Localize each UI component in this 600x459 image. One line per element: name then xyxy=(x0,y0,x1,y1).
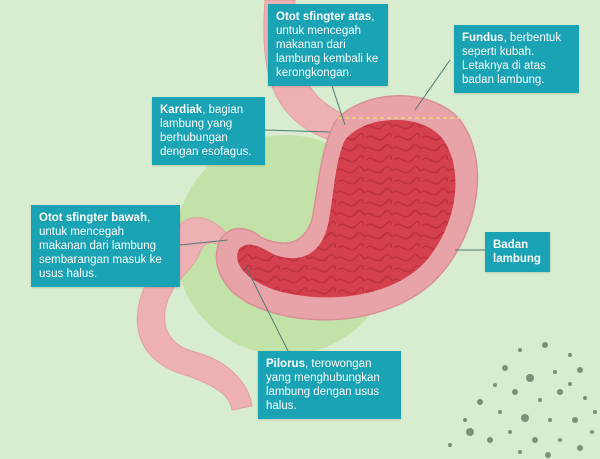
label-otot-sfingter-atas-term: Otot sfingter atas xyxy=(276,11,372,23)
label-kardiak-term: Kardiak xyxy=(160,104,203,116)
label-kardiak: Kardiak, bagian lambung yang berhubungan… xyxy=(152,97,265,165)
decorative-dots xyxy=(448,342,597,458)
label-pilorus-desc: , terowongan yang menghubungkan lambung … xyxy=(266,358,380,412)
label-fundus: Fundus, berbentuk seperti kubah. Letakny… xyxy=(454,25,579,93)
stomach-folds xyxy=(237,119,456,298)
label-otot-sfingter-bawah: Otot sfingter bawah, untuk mencegah maka… xyxy=(31,205,180,287)
label-kardiak-desc: , bagian lambung yang berhubungan dengan… xyxy=(160,104,252,158)
label-pilorus-term: Pilorus xyxy=(266,358,305,370)
leader-lines xyxy=(179,59,487,356)
label-pilorus: Pilorus, terowongan yang menghubungkan l… xyxy=(258,351,401,419)
label-otot-sfingter-atas-desc: , untuk mencegah makanan dari lambung ke… xyxy=(276,11,379,79)
label-badan-lambung: Badan lambung xyxy=(485,232,550,272)
label-fundus-desc: , berbentuk seperti kubah. Letaknya di a… xyxy=(462,32,562,86)
label-fundus-term: Fundus xyxy=(462,32,504,44)
label-otot-sfingter-bawah-desc: , untuk mencegah makanan dari lambung se… xyxy=(39,212,162,280)
label-otot-sfingter-bawah-term: Otot sfingter bawah xyxy=(39,212,147,224)
label-badan-lambung-term: Badan lambung xyxy=(493,239,541,265)
label-otot-sfingter-atas: Otot sfingter atas, untuk mencegah makan… xyxy=(268,4,388,86)
